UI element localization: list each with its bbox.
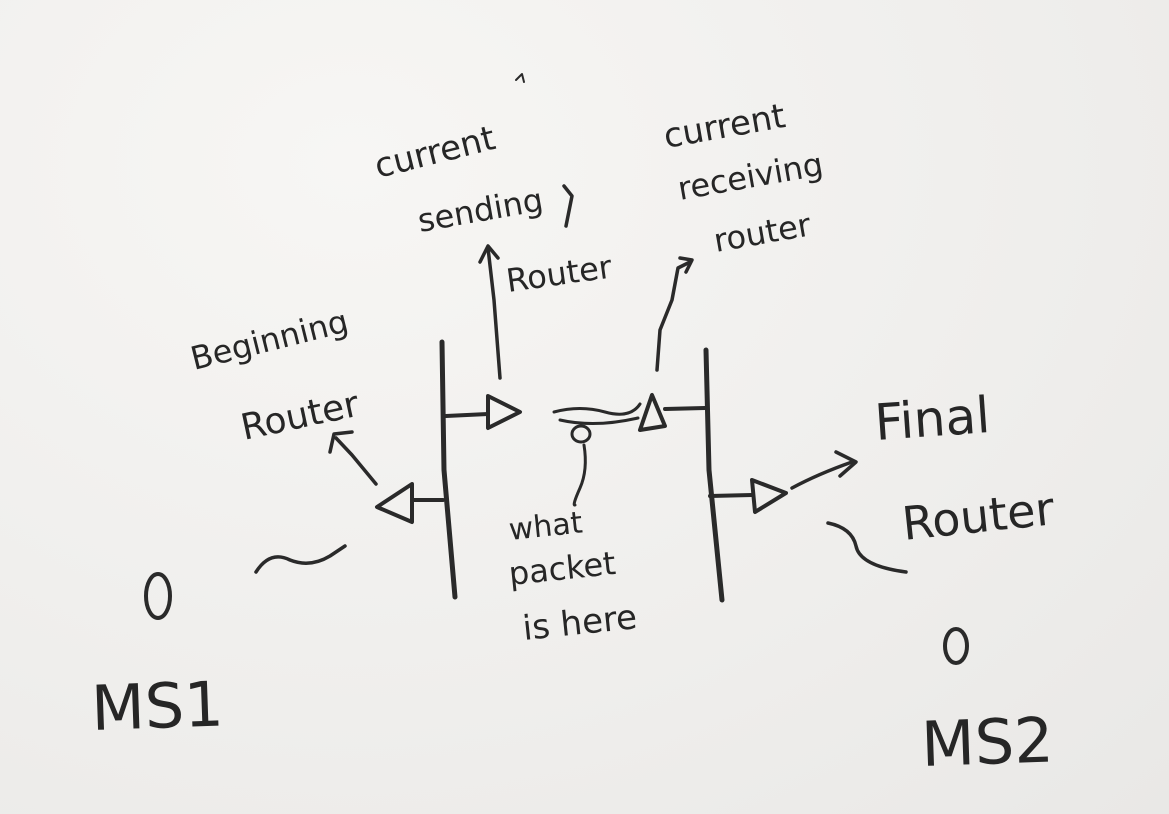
receiving-arrow-head <box>678 256 694 274</box>
current-receiving-label: current receiving router <box>661 96 826 260</box>
network-bus-left <box>439 339 458 600</box>
packet-icon <box>570 424 592 444</box>
ms1-squiggle <box>254 544 347 574</box>
label-line: sending <box>415 181 546 240</box>
final-router-label: Final Router <box>873 386 1057 551</box>
beginning-arrow-shaft <box>334 436 378 486</box>
ms2-squiggle <box>826 521 908 574</box>
network-bus-right <box>703 347 725 603</box>
receiving-router-node <box>638 393 707 432</box>
label-line: Final <box>873 386 992 452</box>
label-line: router <box>711 205 815 260</box>
beginning-router-node <box>375 482 445 524</box>
packet-pointer <box>572 443 587 507</box>
sending-arrow-head <box>478 244 500 264</box>
receiving-arrow-shaft <box>655 260 692 372</box>
label-line: what <box>507 505 584 548</box>
label-line: Beginning <box>187 302 352 378</box>
sending-label-hook <box>562 184 574 228</box>
label-line: Router <box>504 247 615 300</box>
label-line: current <box>661 96 789 157</box>
ms1-node <box>144 572 172 620</box>
sending-arrow-shaft <box>486 246 502 380</box>
label-line: receiving <box>675 145 826 208</box>
beginning-router-label: Beginning Router <box>187 302 363 449</box>
final-arrow-shaft <box>790 460 854 490</box>
stray-mark <box>515 73 525 83</box>
ms1-label: MS1 <box>90 667 225 745</box>
current-sending-label: current sending Router <box>371 118 615 300</box>
label-line: packet <box>507 544 618 593</box>
label-line: is here <box>521 597 639 649</box>
label-line: current <box>371 118 500 186</box>
sending-router-node <box>444 394 522 430</box>
ms2-node <box>943 627 969 665</box>
beginning-arrow-head <box>328 430 354 454</box>
packet-note-label: what packet is here <box>507 505 639 649</box>
label-line: Router <box>237 384 362 449</box>
final-router-node <box>708 478 788 514</box>
final-arrow-head <box>834 450 858 478</box>
label-line: Router <box>900 481 1057 551</box>
packet-link-lower <box>558 416 640 426</box>
ms2-label: MS2 <box>920 703 1055 781</box>
packet-link <box>552 402 642 416</box>
